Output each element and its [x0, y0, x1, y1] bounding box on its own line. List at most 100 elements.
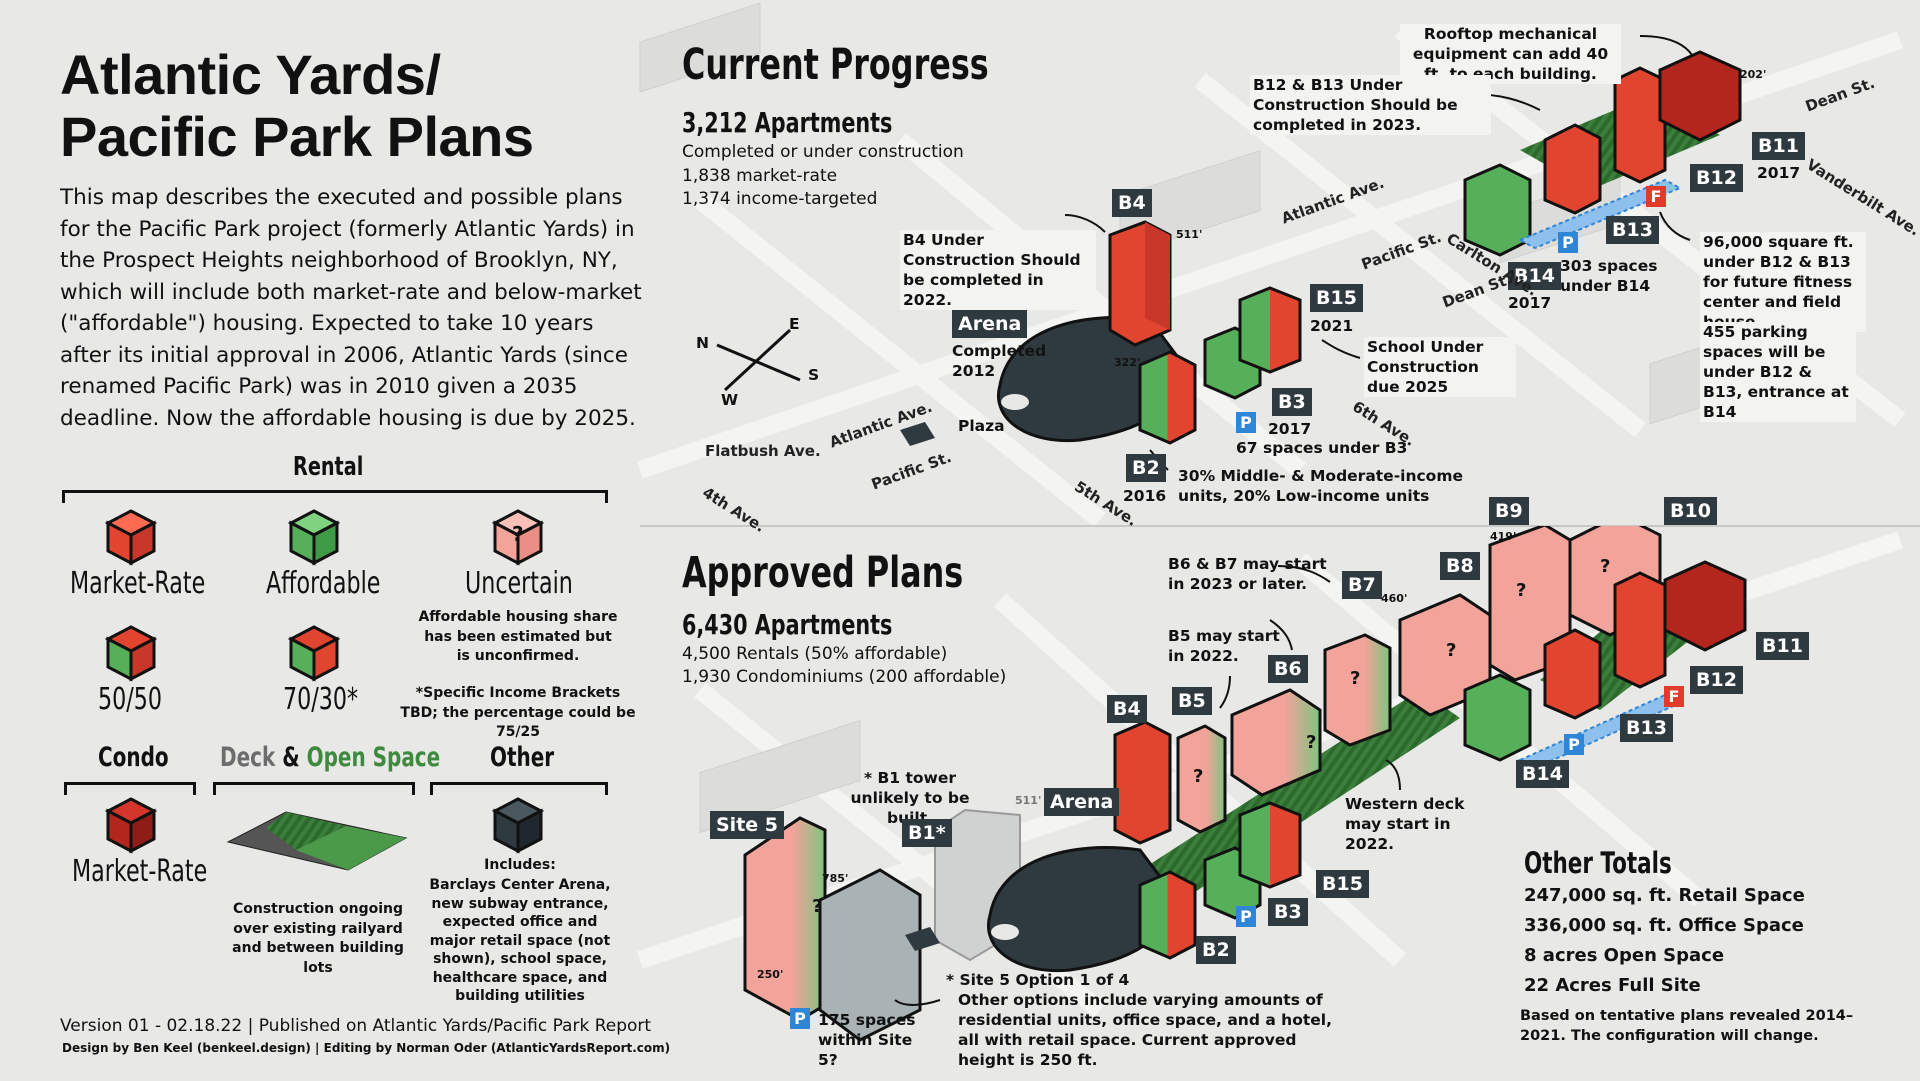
approved-tag-b12: B12 [1690, 666, 1743, 694]
current-heading: Current Progress [682, 40, 989, 90]
current-b2-year: 2016 [1123, 487, 1167, 505]
approved-tag-b14: B14 [1516, 760, 1569, 788]
current-apartments: 3,212 Apartments [682, 106, 893, 139]
current-tag-b3: B3 [1272, 388, 1312, 416]
approved-b5-question: ? [1193, 766, 1204, 787]
current-parking455-note-text: 455 parking spaces will be under B12 & B… [1700, 322, 1856, 422]
current-fitness-note: 96,000 square ft. under B12 & B13 for fu… [1700, 232, 1866, 332]
current-arena-oculus [1001, 394, 1029, 410]
approved-tag-b10: B10 [1664, 497, 1717, 525]
current-tag-b11: B11 [1752, 132, 1805, 160]
current-line-1: Completed or under construction [682, 142, 964, 162]
approved-b9-question: ? [1516, 580, 1527, 601]
current-b2-income-note: 30% Middle- & Moderate-income units, 20%… [1178, 467, 1463, 505]
approved-tag-b11: B11 [1756, 632, 1809, 660]
legend-deck-word: Deck [220, 742, 276, 773]
current-tag-b2: B2 [1126, 454, 1166, 482]
current-b3-parking: 67 spaces under B3 [1236, 439, 1408, 457]
legend-uncertain-note: Affordable housing share has been estima… [418, 609, 618, 664]
legend-fifty-label: 50/50 [98, 682, 162, 717]
approved-b11-building [1663, 560, 1747, 652]
fifty-fifty-cube-icon [105, 625, 157, 682]
fitness-arrow [1659, 211, 1691, 241]
approved-heading: Approved Plans [682, 548, 964, 598]
current-rooftop-note: Rooftop mechanical equipment can add 40 … [1400, 24, 1621, 84]
legend-rental-heading: Rental [293, 452, 364, 482]
approved-line-2: 1,930 Condominiums (200 affordable) [682, 667, 1007, 687]
approved-tag-arena: Arena [1044, 788, 1120, 816]
current-plaza-subway [900, 422, 935, 446]
approved-site5-note: Other options include varying amounts of… [958, 991, 1332, 1069]
approved-western-note: Western deck may start in 2022. [1345, 795, 1465, 853]
approved-fitness-icon: F [1664, 686, 1684, 707]
current-b15-building [1238, 286, 1302, 374]
approved-tag-b9: B9 [1489, 497, 1529, 525]
market-rate-cube-icon [105, 509, 157, 566]
rooftop-arrow [1639, 35, 1693, 56]
totals-retail: 247,000 sq. ft. Retail Space [1524, 885, 1805, 906]
legend-affordable-label: Affordable [266, 566, 381, 601]
current-b12-note: B12 & B13 Under Construction Should be c… [1250, 75, 1491, 135]
approved-b2-building [1138, 870, 1197, 960]
b6-arrow [1269, 619, 1293, 651]
legend-other-note: Barclays Center Arena, new subway entran… [429, 877, 611, 1004]
approved-b15-building [1238, 801, 1302, 889]
approved-tag-b1: B1* [902, 819, 952, 847]
site5-arrow [894, 999, 941, 1006]
current-school-note: School Under Construction due 2025 [1364, 337, 1516, 397]
approved-tag-site5: Site 5 [710, 811, 785, 839]
current-b4-note-text: B4 Under Construction Should be complete… [900, 230, 1096, 310]
current-parking455-note: 455 parking spaces will be under B12 & B… [1700, 322, 1856, 422]
current-b4-height: 511' [1176, 228, 1203, 241]
compass-s: S [808, 366, 820, 384]
approved-b6b7-note: B6 & B7 may start in 2023 or later. [1168, 555, 1327, 593]
current-b11-building [1658, 50, 1742, 142]
approved-b5-building [1176, 724, 1227, 834]
current-b3-parking-icon: P [1236, 412, 1256, 433]
current-line-3: 1,374 income-targeted [682, 189, 878, 209]
legend-deck-heading: Deck & Open Space [220, 742, 440, 773]
legend-seventy-label: 70/30* [283, 682, 359, 717]
current-school-note-text: School Under Construction due 2025 [1364, 337, 1516, 397]
b4-arrow [1064, 214, 1106, 233]
approved-site5-parking: 175 spaces within Site 5? [818, 1011, 916, 1069]
approved-b12-building [1613, 571, 1667, 689]
title-line-2: Pacific Park Plans [60, 105, 534, 168]
current-b3-year: 2017 [1268, 420, 1312, 438]
approved-tag-b6: B6 [1268, 655, 1308, 683]
legend-open-space-word: Open Space [306, 742, 441, 773]
current-b14-year: 2017 [1508, 294, 1552, 312]
approved-site5-height-785: 785' [822, 872, 849, 885]
approved-b5-note: B5 may start in 2022. [1168, 627, 1280, 665]
current-tag-b13: B13 [1606, 216, 1659, 244]
legend-condo-heading: Condo [98, 742, 169, 773]
legend-rental-bracket [62, 490, 608, 503]
approved-tag-b3: B3 [1268, 898, 1308, 926]
approved-b7-building [1323, 633, 1392, 747]
condo-cube-icon [105, 797, 157, 854]
legend-deck-bracket [213, 782, 415, 795]
approved-b8-question: ? [1446, 640, 1457, 661]
legend-other-includes: Includes: [484, 857, 556, 873]
approved-b3-parking-icon: P [1236, 906, 1256, 927]
uncertain-question-mark: ? [512, 522, 524, 546]
b6b7-arrow [1277, 565, 1331, 583]
current-b12-building [1613, 66, 1667, 184]
compass-w: W [721, 391, 739, 409]
approved-b7-height: 460' [1381, 592, 1408, 605]
legend-seventy-note: *Specific Income Brackets TBD; the perce… [400, 685, 636, 740]
current-b12-note-text: B12 & B13 Under Construction Should be c… [1250, 75, 1491, 135]
current-tag-arena: Arena [952, 310, 1028, 338]
approved-tag-b15: B15 [1316, 870, 1369, 898]
current-b11-year: 2017 [1757, 164, 1801, 182]
current-tag-b4: B4 [1112, 189, 1152, 217]
other-cube-icon [492, 797, 544, 854]
approved-b14-building [1463, 673, 1532, 762]
compass-e: E [789, 315, 800, 333]
legend-ampersand: & [282, 742, 300, 773]
western-deck-arrow [1385, 759, 1401, 791]
approved-b7-question: ? [1350, 668, 1361, 689]
current-b2-height: 322' [1114, 356, 1141, 369]
approved-b9-height: 419' [1490, 530, 1517, 543]
page-title: Atlantic Yards/ Pacific Park Plans [60, 44, 534, 168]
